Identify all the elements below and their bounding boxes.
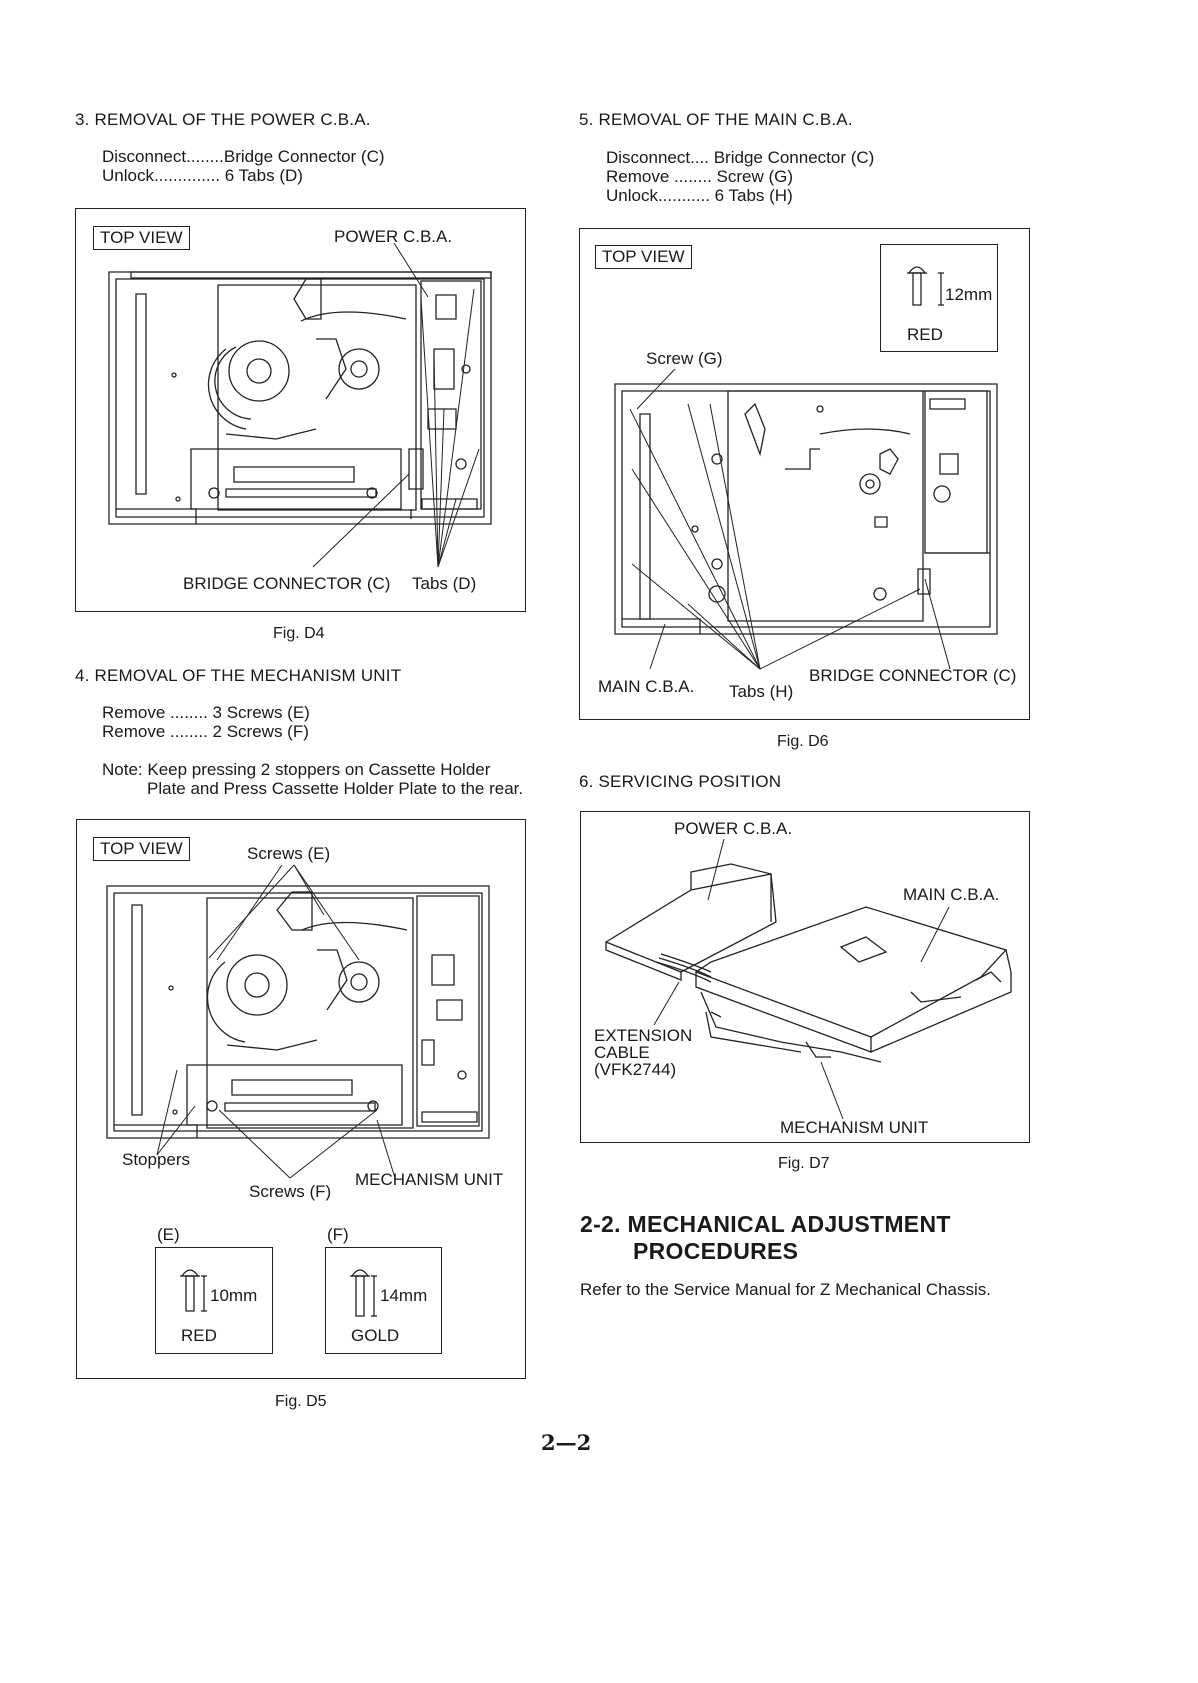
bridge-connector-label: BRIDGE CONNECTOR (C) [809,666,1017,685]
mechanism-unit-label: MECHANISM UNIT [780,1118,929,1137]
section-5-step-2: Remove ........ Screw (G) [606,167,794,186]
section-4-step-2: Remove ........ 2 Screws (F) [102,722,309,741]
stoppers-label: Stoppers [122,1150,191,1169]
screws-e-label: Screws (E) [247,844,331,863]
power-cba-label: POWER C.B.A. [334,227,453,246]
tabs-h-label: Tabs (H) [729,682,794,701]
screw-e-length: 10mm [210,1286,258,1305]
top-view-label: TOP VIEW [93,837,190,861]
screw-g-label: Screw (G) [646,349,723,368]
screw-icon [881,245,999,353]
main-cba-drawing [580,229,1031,721]
section-4-heading: 4. REMOVAL OF THE MECHANISM UNIT [75,666,402,685]
screw-f-spec: 14mm GOLD [325,1247,442,1354]
power-cba-drawing [76,209,527,613]
section-2-2-title-line-2: PROCEDURES [633,1238,799,1264]
tabs-d-label: Tabs (D) [412,574,477,593]
extension-cable-line-2: CABLE [594,1043,650,1062]
screw-e-heading: (E) [157,1225,180,1244]
servicing-position-drawing [581,812,1031,1144]
section-4-step-1: Remove ........ 3 Screws (E) [102,703,310,722]
screw-g-length: 12mm [945,285,993,304]
screw-e-color: RED [181,1326,217,1345]
section-3-step-1: Disconnect........Bridge Connector (C) [102,147,385,166]
bridge-connector-label: BRIDGE CONNECTOR (C) [183,574,391,593]
extension-cable-line-3: (VFK2744) [594,1060,677,1079]
screw-f-length: 14mm [380,1286,428,1305]
extension-cable-line-1: EXTENSION [594,1026,693,1045]
figure-d6-caption: Fig. D6 [777,733,829,750]
section-2-2-title-line-1: 2-2. MECHANICAL ADJUSTMENT [580,1211,951,1237]
section-5-step-1: Disconnect.... Bridge Connector (C) [606,148,875,167]
screw-f-color: GOLD [351,1326,400,1345]
figure-d7: POWER C.B.A. MAIN C.B.A. [580,811,1030,1143]
figure-d5-caption: Fig. D5 [275,1393,327,1410]
figure-d6: TOP VIEW 12mm RED Screw (G) [579,228,1030,720]
extension-cable-label: EXTENSION CABLE (VFK2744) [594,1027,692,1078]
top-view-label: TOP VIEW [595,245,692,269]
screw-g-spec: 12mm RED [880,244,998,352]
section-2-2-body: Refer to the Service Manual for Z Mechan… [580,1280,992,1299]
screw-icon [326,1248,443,1355]
section-5-step-3: Unlock........... 6 Tabs (H) [606,186,793,205]
section-5-heading: 5. REMOVAL OF THE MAIN C.B.A. [579,110,853,129]
power-cba-label: POWER C.B.A. [674,819,793,838]
screw-icon [156,1248,274,1355]
screw-e-spec: 10mm RED [155,1247,273,1354]
figure-d7-caption: Fig. D7 [778,1155,830,1172]
section-4-note-line-1: Note: Keep pressing 2 stoppers on Casset… [102,760,491,779]
section-6-heading: 6. SERVICING POSITION [579,772,782,791]
figure-d5: TOP VIEW Screws (E) [76,819,526,1379]
top-view-label: TOP VIEW [93,226,190,250]
main-cba-label: MAIN C.B.A. [903,885,1000,904]
screws-f-label: Screws (F) [249,1182,332,1201]
mechanism-unit-drawing [77,820,527,1380]
section-4-note-line-2: Plate and Press Cassette Holder Plate to… [147,779,524,798]
page-number: 2—2 [541,1430,592,1455]
screw-g-color: RED [907,325,943,344]
figure-d4-caption: Fig. D4 [273,625,325,642]
section-3-heading: 3. REMOVAL OF THE POWER C.B.A. [75,110,371,129]
screw-f-heading: (F) [327,1225,349,1244]
mechanism-unit-label: MECHANISM UNIT [355,1170,504,1189]
section-3-step-2: Unlock.............. 6 Tabs (D) [102,166,303,185]
figure-d4: TOP VIEW POWER C.B.A. [75,208,526,612]
main-cba-label: MAIN C.B.A. [598,677,695,696]
